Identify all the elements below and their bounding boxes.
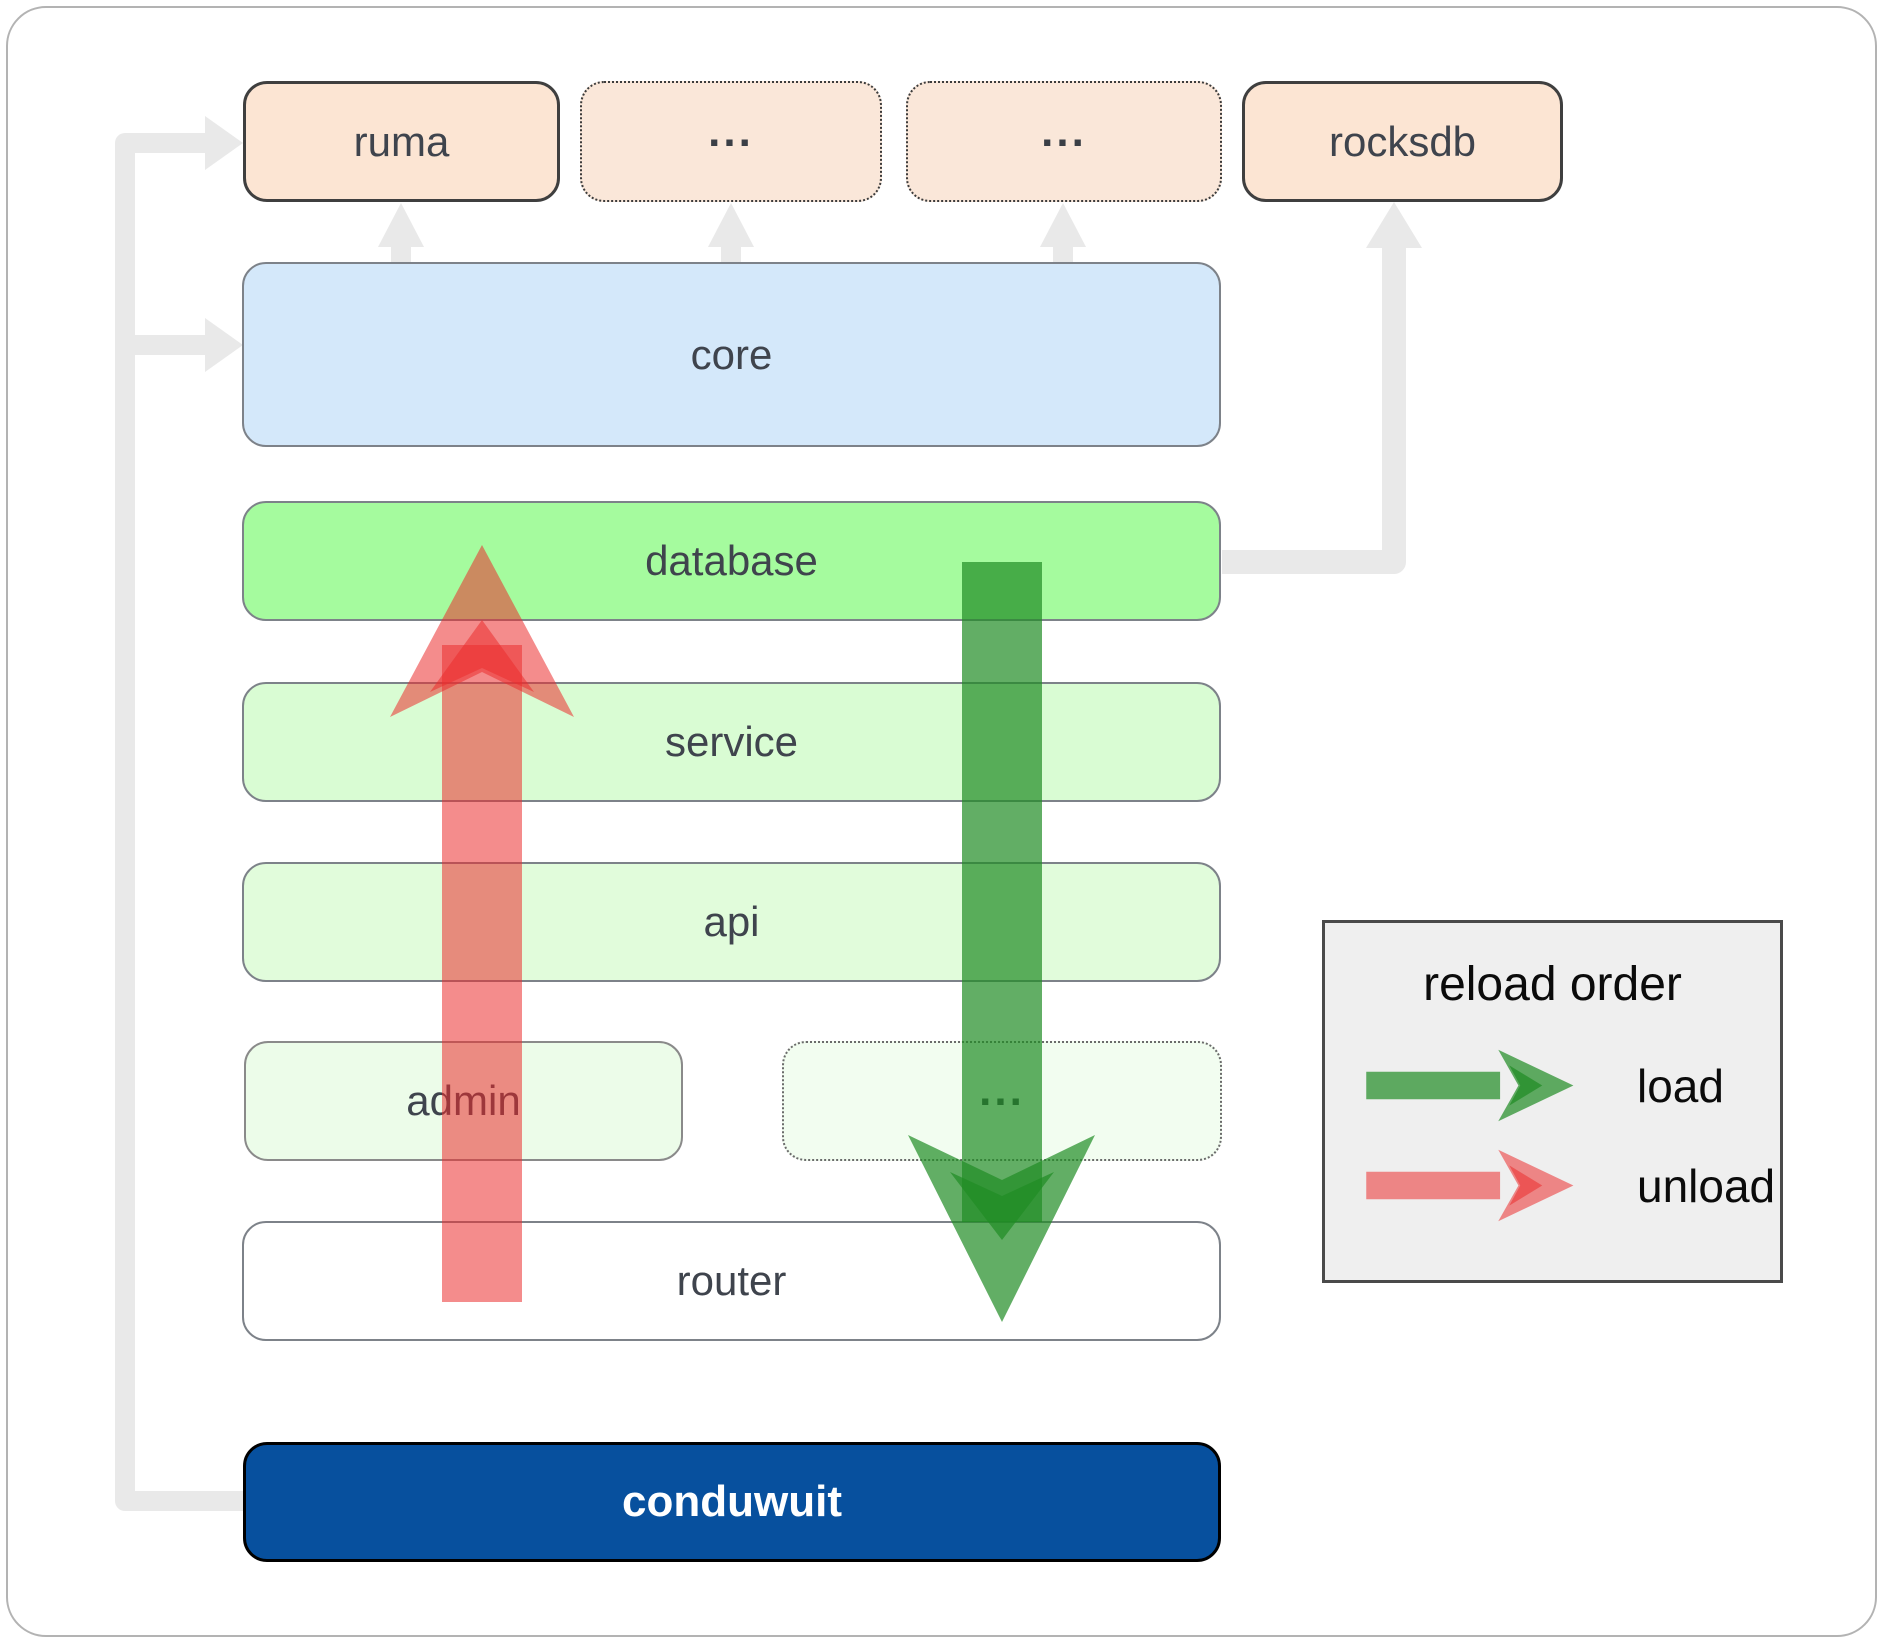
node-admin: admin [244,1041,683,1161]
legend-label-load: load [1637,1059,1724,1112]
legend-title: reload order [1423,958,1682,1011]
node-service: service [242,682,1221,802]
node-other-service-label: ... [979,1066,1025,1115]
node-conduwuit: conduwuit [243,1442,1221,1562]
load-arrow-legend-icon [1366,1049,1574,1122]
legend: reload order load unload [1322,920,1783,1283]
node-rocksdb-label: rocksdb [1328,117,1477,165]
node-rocksdb: rocksdb [1242,81,1563,202]
node-other-dependency-1: ... [580,81,882,202]
node-other-dependency-2-label: ... [1041,106,1087,156]
legend-item-unload: unload [1363,1147,1775,1224]
node-database-label: database [645,537,818,584]
node-router: router [242,1221,1221,1341]
node-conduwuit-label: conduwuit [622,1477,842,1526]
unload-arrow-legend-icon [1366,1149,1574,1222]
node-api-label: api [703,898,760,945]
node-service-label: service [664,718,799,765]
node-router-label: router [676,1257,787,1304]
node-admin-label: admin [406,1077,521,1124]
node-other-dependency-1-label: ... [708,106,754,156]
diagram-outer-border [6,6,1877,1637]
legend-label-unload: unload [1637,1159,1776,1212]
node-core-label: core [690,330,773,378]
node-ruma-label: ruma [353,117,450,165]
node-api: api [242,862,1221,982]
node-core: core [242,262,1221,447]
node-ruma: ruma [243,81,560,202]
node-other-dependency-2: ... [906,81,1222,202]
legend-item-load: load [1363,1047,1724,1124]
node-database: database [242,501,1221,621]
node-other-service: ... [782,1041,1222,1161]
